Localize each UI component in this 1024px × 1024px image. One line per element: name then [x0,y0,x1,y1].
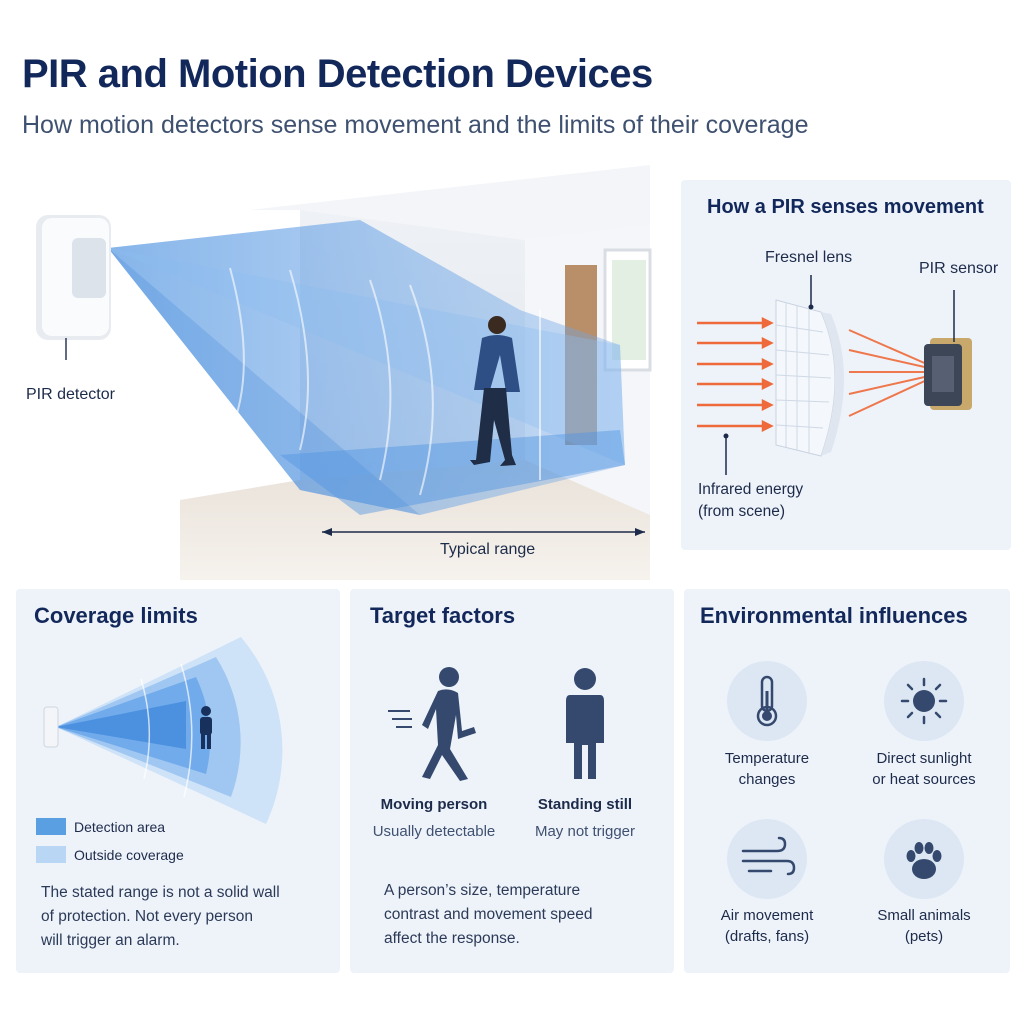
range-arrow [322,528,645,536]
fresnel-lens-label: Fresnel lens [765,249,853,266]
env-item-4: Small animals(pets) [877,907,971,945]
infrared-label-2: (from scene) [698,503,785,520]
env-item-3: Air movement(drafts, fans) [720,907,814,945]
person-icon [200,706,212,749]
outside-coverage-label: Outside coverage [74,847,184,863]
pir-detector [36,215,111,360]
still-sub: May not trigger [534,823,636,840]
moving-sub: Usually detectable [372,823,496,840]
detection-area-swatch [36,818,66,835]
coverage-title: Coverage limits [34,603,198,628]
pir-panel-title: How a PIR senses movement [707,196,984,218]
environment-title: Environmental influences [700,603,968,628]
fresnel-lens-icon [775,275,844,457]
target-note: A person’s size, temperature contrast an… [384,882,593,947]
target-title: Target factors [370,603,516,628]
sun-icon [884,661,964,741]
focus-rays [848,329,930,417]
coverage-panel: Coverage limits Detection area Outside c… [16,589,340,973]
detection-area-label: Detection area [74,819,166,835]
moving-person-icon [388,667,476,781]
floor [180,460,650,580]
page-subtitle: How motion detectors sense movement and … [22,111,809,139]
coverage-note: The stated range is not a solid wall of … [41,884,280,949]
detector-label: PIR detector [26,386,115,403]
outside-coverage-swatch [36,846,66,863]
thermometer-icon [727,661,807,741]
infrared-label-1: Infrared energy [698,481,804,498]
still-title: Standing still [537,796,633,813]
paw-icon [884,819,964,899]
pir-panel: How a PIR senses movement Fresnel lens P… [681,180,1011,550]
room-illustration: PIR detector Typical range [0,160,665,580]
page-title: PIR and Motion Detection Devices [22,52,653,96]
standing-person-icon [566,668,604,779]
walking-person [470,316,520,466]
pir-sensor-label: PIR sensor [919,260,999,277]
pir-sensor-icon [924,290,972,410]
wind-icon [727,819,807,899]
target-panel: Target factors Moving person Usually det… [350,589,674,973]
infrared-arrows-icon [697,316,774,433]
range-label: Typical range [440,541,536,558]
coverage-fan-diagram [43,637,283,824]
moving-title: Moving person [380,796,488,813]
ceiling [250,165,650,240]
